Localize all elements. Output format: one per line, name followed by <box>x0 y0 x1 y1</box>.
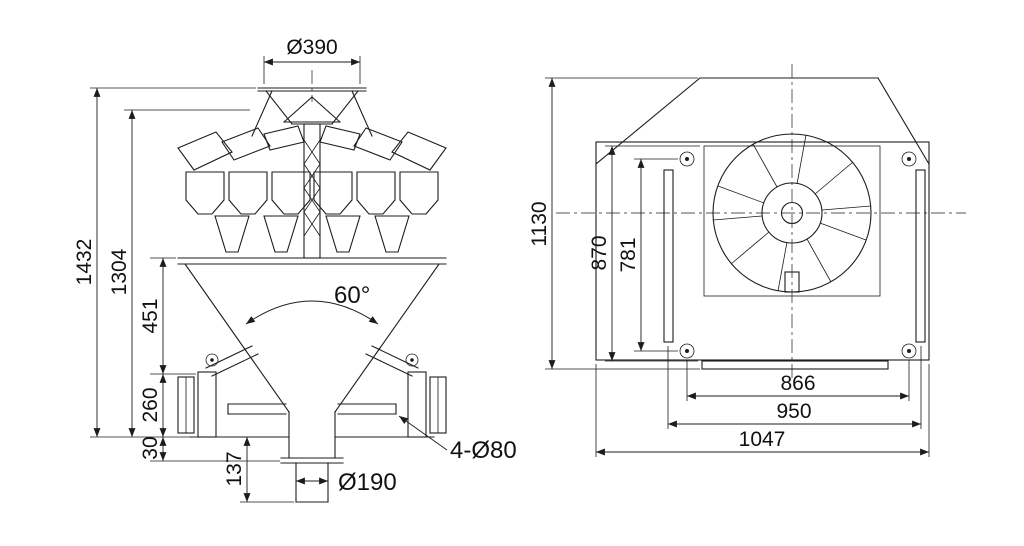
plan-dimensions: 1130 870 781 866 950 1047 <box>528 77 930 457</box>
dim-total-height: 1432 <box>73 239 96 286</box>
front-dimensions: Ø390 1432 1304 451 260 30 137 Ø190 <box>73 36 517 503</box>
dim-spout-diameter: Ø190 <box>338 469 397 496</box>
front-weigh-head-cluster <box>177 123 447 259</box>
dim-bolt-pitch-depth: 781 <box>617 237 640 272</box>
dim-mounting-holes: 4-Ø80 <box>450 437 517 464</box>
front-main-cone: 60° <box>177 257 447 413</box>
dim-bolt-pitch-width: 866 <box>780 372 815 395</box>
front-view: 60° <box>73 36 517 503</box>
plan-rotor <box>712 133 872 293</box>
plan-view: 1130 870 781 866 950 1047 <box>528 64 966 457</box>
dim-rail-span: 950 <box>776 400 811 423</box>
dim-leg-height: 260 <box>139 387 162 422</box>
plan-centerlines <box>556 64 966 382</box>
dim-inner-depth: 870 <box>588 235 611 270</box>
front-discharge-chute <box>280 411 344 503</box>
dim-overall-width: 1047 <box>739 428 786 451</box>
dim-top-diameter: Ø390 <box>286 36 337 59</box>
plan-bolt-holes <box>679 151 917 359</box>
plan-frame <box>595 77 930 370</box>
dim-body-height: 1304 <box>108 248 131 295</box>
dim-cone-height: 451 <box>139 298 162 333</box>
dim-base-offset: 30 <box>139 436 162 459</box>
front-top-hopper <box>251 70 373 137</box>
dim-cone-angle: 60° <box>334 282 370 309</box>
dim-spout-length: 137 <box>223 451 246 486</box>
front-support-legs <box>177 345 447 438</box>
dim-overall-depth: 1130 <box>528 201 551 246</box>
